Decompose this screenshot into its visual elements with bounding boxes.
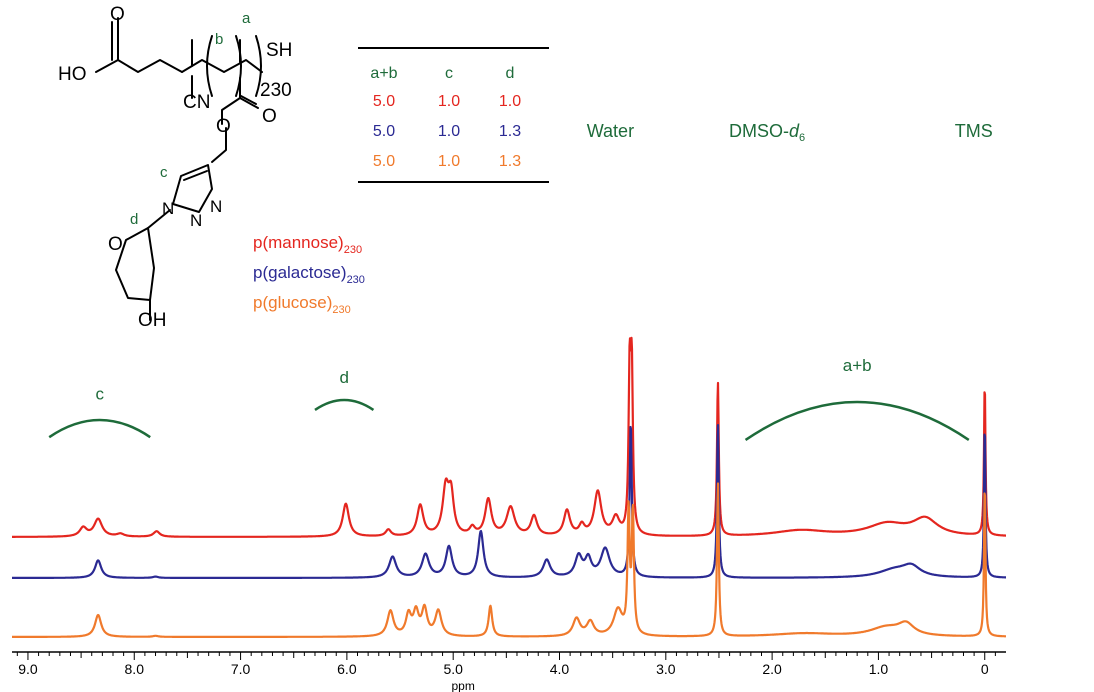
- x-tick-label: 1.0: [869, 661, 889, 677]
- backbone-bond: [181, 59, 263, 73]
- sugar-ring: [115, 227, 155, 301]
- legend-item-mannose: p(mannose)230: [253, 233, 362, 256]
- x-tick-label: 3.0: [656, 661, 676, 677]
- triazole-n1: N: [162, 199, 174, 218]
- label-b: b: [215, 31, 223, 48]
- ester-carbonyl-bond: [240, 95, 257, 105]
- region-label: c: [95, 384, 104, 403]
- triazole-double: [183, 170, 208, 181]
- table-cell: 1.0: [499, 93, 521, 110]
- table-header-ab: a+b: [370, 65, 397, 82]
- bracket-right: [255, 35, 262, 97]
- triazole-n2: N: [190, 211, 202, 230]
- x-tick-label: 5.0: [443, 661, 463, 677]
- triazole-ring: [172, 164, 213, 213]
- linker-bond: [211, 127, 227, 163]
- x-tick-label: 0: [981, 661, 989, 677]
- region-labels: c d a+b: [48, 356, 970, 441]
- region-label: a+b: [843, 356, 872, 375]
- triazole-n3: N: [210, 197, 222, 216]
- table-cell: 1.3: [499, 123, 521, 140]
- ring-o: O: [108, 234, 123, 255]
- series-line-pgalactose: [11, 424, 1007, 579]
- table-cell: 1.0: [438, 153, 460, 170]
- region-arc: [48, 418, 151, 439]
- nitrile-label: CN: [183, 92, 210, 113]
- table-cell: 1.0: [438, 123, 460, 140]
- carbonyl-o: O: [110, 4, 125, 25]
- x-tick-label: 2.0: [762, 661, 782, 677]
- solvent-label: Water: [587, 121, 634, 141]
- integration-table: a+b c d 5.0 1.0 1.0 5.0 1.0 1.3 5.0 1.0 …: [358, 47, 549, 183]
- acid-label: HO: [58, 64, 87, 85]
- x-axis-label: ppm: [452, 679, 475, 692]
- table-cell: 5.0: [373, 123, 395, 140]
- x-axis: 9.0 8.0 7.0 6.0 5.0 4.0 3.0 2.0 1.0 0 ppm: [12, 651, 1006, 692]
- bracket-mid: [235, 35, 242, 97]
- label-c: c: [160, 164, 168, 181]
- ester-o-2: O: [216, 116, 231, 137]
- polymer-structure: [95, 17, 263, 321]
- x-tick-label: 4.0: [550, 661, 570, 677]
- region-label: d: [339, 368, 348, 387]
- table-cell: 5.0: [373, 93, 395, 110]
- x-tick-label: 7.0: [231, 661, 251, 677]
- spectra: [11, 336, 1007, 638]
- label-a: a: [242, 10, 251, 27]
- bracket-left: [206, 35, 213, 97]
- solvent-label: TMS: [955, 121, 993, 141]
- series-line-pmannose: [11, 336, 1007, 538]
- region-arc: [314, 398, 375, 411]
- sugar-bond: [147, 209, 171, 229]
- table-cell: 1.3: [499, 153, 521, 170]
- degree-label: 230: [260, 80, 292, 101]
- x-tick-label: 8.0: [125, 661, 145, 677]
- thiol-label: SH: [266, 40, 292, 61]
- table-header-c: c: [445, 65, 453, 82]
- solvent-label: DMSO-d6: [729, 121, 805, 144]
- series-line-pglucose: [11, 482, 1007, 638]
- table-cell: 5.0: [373, 153, 395, 170]
- table-header-d: d: [506, 65, 515, 82]
- solvent-labels: Water DMSO-d6 TMS: [587, 121, 993, 144]
- region-arc: [744, 400, 970, 441]
- structure-labels: HO O b a SH 230 CN O O c N N N d O OH: [58, 4, 292, 331]
- x-tick-label: 9.0: [18, 661, 38, 677]
- legend: p(mannose)230 p(galactose)230 p(glucose)…: [253, 233, 365, 316]
- legend-item-glucose: p(glucose)230: [253, 293, 351, 316]
- x-tick-label: 6.0: [337, 661, 357, 677]
- table-cell: 1.0: [438, 93, 460, 110]
- label-d: d: [130, 211, 138, 228]
- hydroxyl-label: OH: [138, 310, 167, 331]
- acid-chain-bond: [95, 17, 183, 73]
- ester-o-1: O: [262, 106, 277, 127]
- legend-item-galactose: p(galactose)230: [253, 263, 365, 286]
